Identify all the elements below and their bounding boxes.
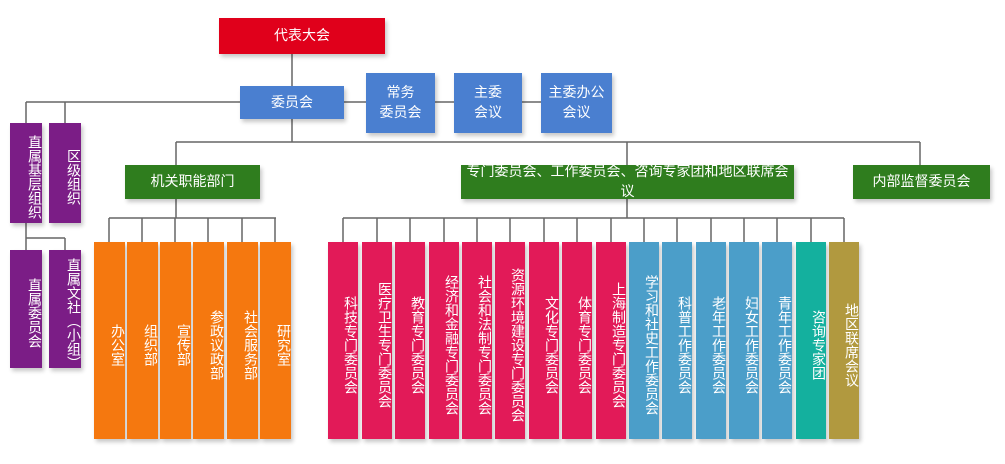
committee-item-label: 社会和法制专门委员会 — [476, 274, 492, 415]
committee-item-box: 地区联席会议 — [829, 242, 859, 439]
chair-office-meeting-label: 主委办公 会议 — [548, 85, 605, 121]
committee-item-box: 老年工作委员会 — [696, 242, 726, 439]
department-label: 宣传部 — [175, 323, 191, 366]
committee-item-label: 上海制造专门委员会 — [610, 281, 626, 408]
department-box: 组织部 — [127, 242, 158, 439]
committee-item-label: 咨询专家团 — [810, 309, 826, 380]
direct-committee-box: 直属委员会 — [10, 250, 42, 368]
committee-item-box: 体育专门委员会 — [562, 242, 592, 439]
committee-item-box: 上海制造专门委员会 — [596, 242, 626, 439]
committee-item-label: 文化专门委员会 — [543, 295, 559, 394]
committee-item-label: 资源环境建设专门委员会 — [509, 267, 525, 422]
committee-item-label: 青年工作委员会 — [776, 295, 792, 394]
committee-item-label: 科技专门委员会 — [342, 295, 358, 394]
committee-item-label: 医疗卫生专门委员会 — [376, 281, 392, 408]
committee-item-label: 经济和金融专门委员会 — [443, 274, 459, 415]
special-committees-box: 专门委员会、工作委员会、咨询专家团和地区联席会议 — [461, 164, 794, 200]
committee-item-label: 科普工作委员会 — [676, 295, 692, 394]
committee-item-box: 咨询专家团 — [796, 242, 826, 439]
department-box: 宣传部 — [160, 242, 191, 439]
congress-label: 代表大会 — [274, 28, 330, 44]
committee-item-box: 医疗卫生专门委员会 — [362, 242, 392, 439]
committee-item-label: 学习和社史工作委员会 — [643, 274, 659, 415]
department-label: 组织部 — [142, 323, 158, 366]
direct-grassroots-label: 直属基层组织 — [26, 135, 42, 219]
special-committees-label: 专门委员会、工作委员会、咨询专家团和地区联席会议 — [466, 164, 789, 200]
committee-item-box: 经济和金融专门委员会 — [429, 242, 459, 439]
chair-office-meeting-box: 主委办公 会议 — [541, 73, 612, 133]
district-org-label: 区级组织 — [65, 149, 81, 205]
committee-item-box: 教育专门委员会 — [395, 242, 425, 439]
department-label: 社会服务部 — [242, 309, 258, 380]
department-box: 办公室 — [94, 242, 125, 439]
committee-item-box: 科普工作委员会 — [662, 242, 692, 439]
standing-committee-label: 常务 委员会 — [379, 85, 422, 121]
department-box: 参政议政部 — [193, 242, 224, 439]
district-org-box: 区级组织 — [49, 123, 81, 223]
committee-box: 委员会 — [240, 86, 344, 119]
supervision-committee-label: 内部监督委员会 — [872, 174, 971, 190]
committee-item-box: 妇女工作委员会 — [729, 242, 759, 439]
department-label: 研究室 — [275, 323, 291, 366]
committee-item-box: 科技专门委员会 — [328, 242, 358, 439]
committee-label: 委员会 — [271, 94, 313, 111]
committee-item-label: 教育专门委员会 — [409, 295, 425, 394]
committee-item-label: 老年工作委员会 — [710, 295, 726, 394]
committee-item-box: 社会和法制专门委员会 — [462, 242, 492, 439]
committee-item-box: 青年工作委员会 — [762, 242, 792, 439]
committee-item-label: 地区联席会议 — [843, 302, 859, 387]
direct-committee-label: 直属委员会 — [26, 278, 42, 348]
committee-item-label: 妇女工作委员会 — [743, 295, 759, 394]
committee-item-box: 学习和社史工作委员会 — [629, 242, 659, 439]
direct-culture-label: 直属文社（小组） — [65, 258, 81, 370]
committee-item-box: 资源环境建设专门委员会 — [495, 242, 525, 439]
congress-box: 代表大会 — [219, 18, 385, 54]
supervision-committee-box: 内部监督委员会 — [853, 165, 990, 199]
direct-grassroots-box: 直属基层组织 — [10, 123, 42, 223]
organ-departments-label: 机关职能部门 — [150, 174, 235, 190]
chair-meeting-label: 主委 会议 — [474, 85, 502, 121]
organ-departments-box: 机关职能部门 — [125, 165, 260, 199]
standing-committee-box: 常务 委员会 — [366, 73, 435, 133]
department-box: 社会服务部 — [227, 242, 258, 439]
chair-meeting-box: 主委 会议 — [454, 73, 522, 133]
committee-item-box: 文化专门委员会 — [529, 242, 559, 439]
department-label: 办公室 — [109, 323, 125, 366]
department-box: 研究室 — [260, 242, 291, 439]
department-label: 参政议政部 — [208, 309, 224, 380]
committee-item-label: 体育专门委员会 — [576, 295, 592, 394]
direct-culture-box: 直属文社（小组） — [49, 250, 81, 370]
